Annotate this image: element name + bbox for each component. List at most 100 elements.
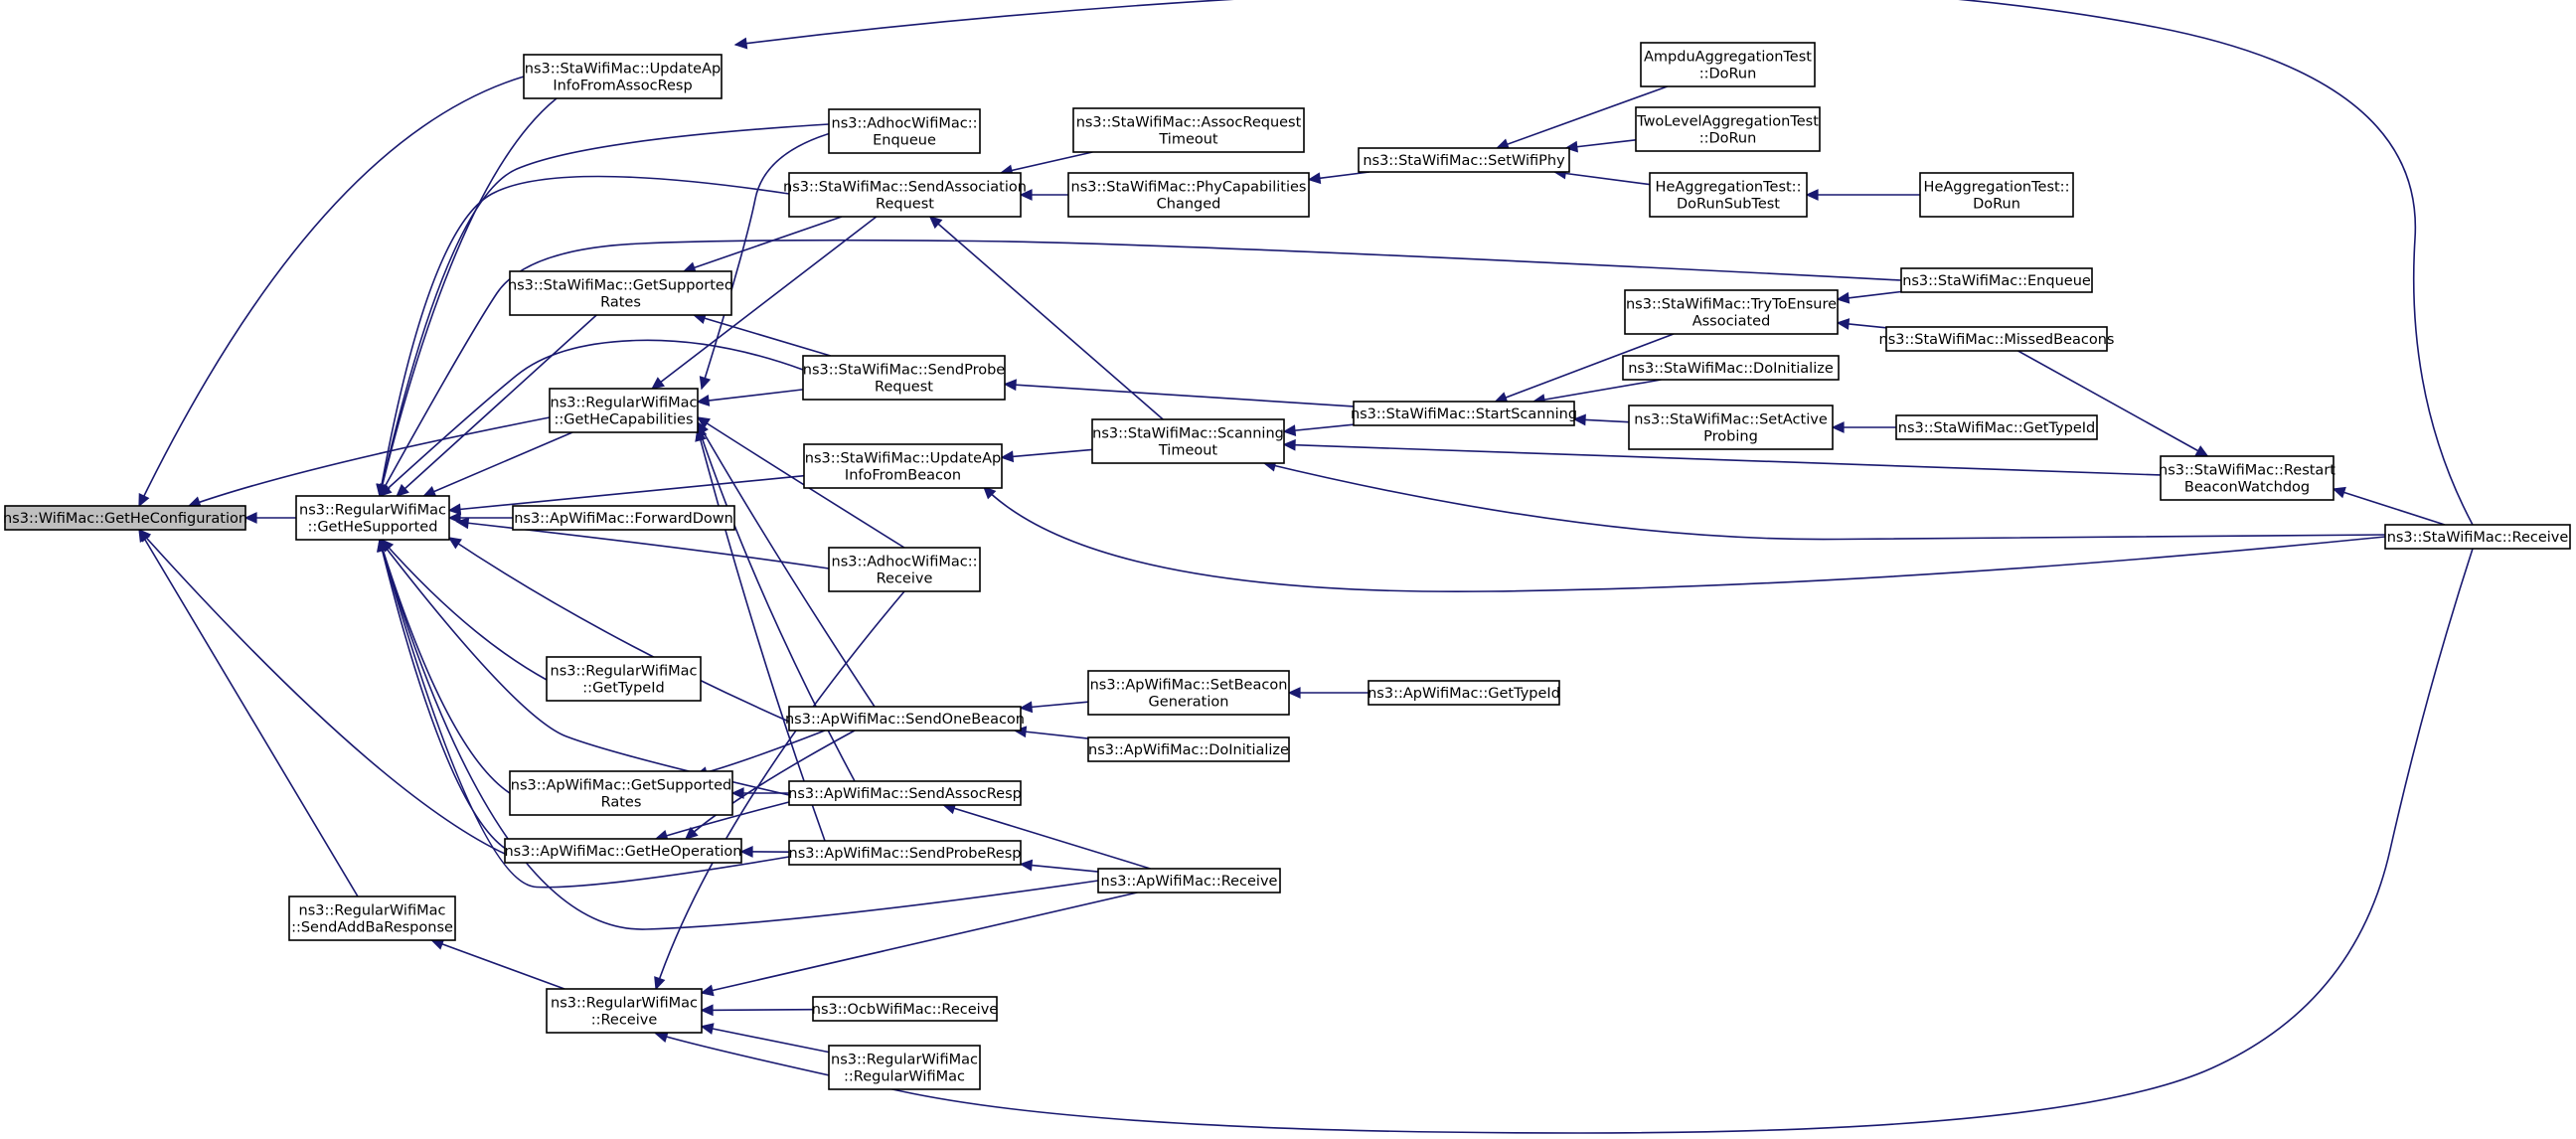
edge-arrowhead [1282,424,1297,437]
node-box [828,108,981,154]
edge-arrowhead [699,376,712,391]
function-node[interactable]: HeAggregationTest::DoRun [1919,172,2074,218]
edge-n31-to-n27 [1564,139,1637,153]
function-node[interactable]: ns3::StaWifiMac::UpdateApInfoFromAssocRe… [523,54,723,99]
node-label-line: ns3::ApWifiMac::DoInitialize [1088,742,1289,758]
edge-arrowhead [422,485,437,497]
function-node[interactable]: ns3::StaWifiMac::StartScanning [1351,401,1577,426]
edge-arrowhead [1287,687,1301,699]
edge-arrowhead [1572,413,1586,426]
function-node[interactable]: ns3::RegularWifiMac::GetHeCapabilities [549,388,699,433]
function-node[interactable]: ns3::ApWifiMac::Receive [1097,868,1281,894]
node-label-line: ::RegularWifiMac [844,1069,965,1085]
edge-line [448,537,790,723]
edge-arrowhead [1019,189,1033,201]
edge-n12-to-n1 [376,175,790,498]
node-box [1067,172,1310,218]
node-label-line: ::GetHeCapabilities [554,412,693,428]
node-label-line: ::Receive [591,1013,658,1029]
edge-arrowhead [138,492,150,508]
edge-line [138,76,525,507]
function-node[interactable]: ns3::RegularWifiMac::SendAddBaResponse [288,895,456,941]
function-node[interactable]: ns3::RegularWifiMac::GetHeSupported [295,495,450,541]
function-node[interactable]: ns3::StaWifiMac::MissedBeacons [1879,326,2115,352]
edge-line [1014,730,1089,739]
function-node[interactable]: ns3::ApWifiMac::ForwardDown [512,505,735,531]
function-node[interactable]: ns3::ApWifiMac::GetTypeId [1368,680,1560,706]
edge-n7-to-n1 [447,512,513,524]
node-box [1628,405,1834,450]
edge-arrowhead [1019,701,1034,714]
node-label-line: Generation [1149,695,1229,711]
node-label-line: Rates [601,795,642,811]
function-node[interactable]: ns3::StaWifiMac::GetTypeId [1895,414,2098,440]
function-node[interactable]: HeAggregationTest::DoRunSubTest [1649,172,1808,218]
function-node[interactable]: ns3::StaWifiMac::DoInitialize [1622,355,1840,381]
edge-line [701,1008,814,1012]
function-node[interactable]: ns3::RegularWifiMac::Receive [546,988,703,1034]
function-node[interactable]: ns3::StaWifiMac::Enqueue [1900,267,2093,293]
node-label-line: ns3::StaWifiMac::Enqueue [1902,273,2091,289]
node-label-line: ns3::StaWifiMac::GetTypeId [1898,420,2095,436]
root-function-node: ns3::WifiMac::GetHeConfiguration [3,505,247,531]
function-node[interactable]: AmpduAggregationTest::DoRun [1640,42,1816,87]
edge-line [1532,379,1662,403]
function-node[interactable]: TwoLevelAggregationTest::DoRun [1635,106,1821,152]
node-label-line: Enqueue [873,133,936,149]
edge-n23-to-n12 [928,216,1164,420]
node-label-line: ns3::StaWifiMac::MissedBeacons [1879,332,2115,348]
node-label-line: ns3::StaWifiMac::SetActive [1634,412,1828,428]
edge-line [929,216,1164,420]
function-node[interactable]: ns3::RegularWifiMac::RegularWifiMac [828,1045,981,1090]
node-label-line: HeAggregationTest:: [1656,180,1802,196]
node-label-line: ns3::ApWifiMac::Receive [1101,874,1278,890]
function-node[interactable]: ns3::OcbWifiMac::Receive [812,996,998,1022]
edge-n1-to-n0 [243,512,296,524]
node-box [4,505,246,531]
edge-arrowhead [733,37,748,50]
node-label-line: ::GetTypeId [582,681,664,697]
node-label-line: ns3::RegularWifiMac [551,396,698,411]
function-node[interactable]: ns3::AdhocWifiMac::Enqueue [828,108,981,154]
node-label-line: Receive [877,571,933,587]
edge-arrowhead [447,537,462,550]
function-node[interactable]: ns3::ApWifiMac::SendOneBeacon [785,706,1025,732]
node-label-line: Changed [1157,197,1221,213]
edge-line [1565,139,1637,149]
function-node[interactable]: ns3::AdhocWifiMac::Receive [828,547,981,592]
node-box [504,838,742,864]
edge-n37-to-n33 [1836,290,1902,304]
edge-n18-to-n10 [739,845,790,858]
function-node[interactable]: ns3::StaWifiMac::Receive [2384,524,2571,550]
edge-line [697,416,905,549]
node-box [1358,147,1570,173]
edge-arrowhead [1805,189,1819,201]
node-box [1622,355,1840,381]
edge-n40-to-n23 [1282,438,2162,476]
function-node[interactable]: ns3::RegularWifiMac::GetTypeId [546,656,702,702]
edge-line [379,97,558,497]
function-node[interactable]: ns3::ApWifiMac::SendAssocResp [788,780,1022,806]
edge-line [379,539,790,889]
node-box [523,54,723,99]
function-node[interactable]: ns3::ApWifiMac::SendProbeResp [788,840,1022,866]
edge-arrowhead [696,416,711,429]
edge-n16-to-n9 [694,730,826,778]
edge-line [379,175,790,497]
function-node[interactable]: ns3::ApWifiMac::DoInitialize [1087,736,1290,762]
function-node[interactable]: ns3::ApWifiMac::GetHeOperation [504,838,742,864]
function-node[interactable]: ns3::StaWifiMac::SetWifiPhy [1358,147,1570,173]
